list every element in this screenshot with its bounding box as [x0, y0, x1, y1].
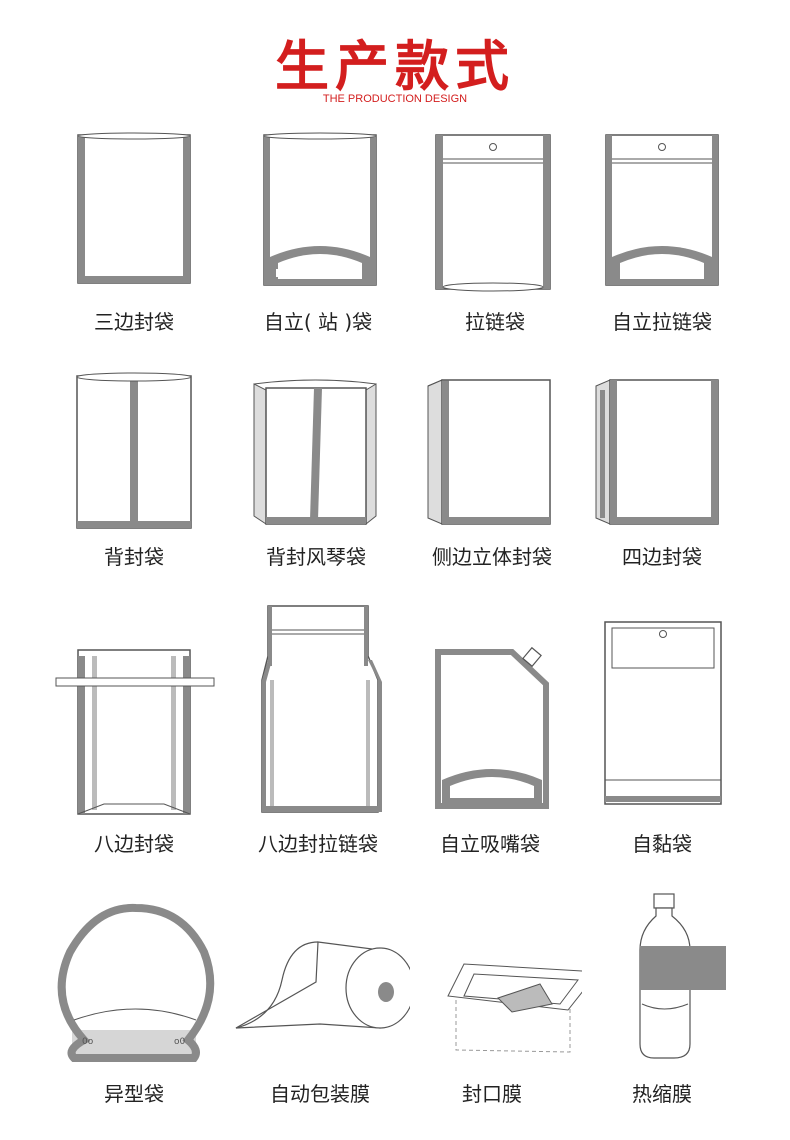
product-label: 背封袋	[104, 545, 164, 569]
product-item: 自立拉链袋	[572, 125, 752, 335]
product-label: 三边封袋	[94, 310, 174, 334]
product-item: 三边封袋	[44, 125, 224, 335]
product-item: 侧边立体封袋	[402, 360, 582, 570]
product-item: 自立吸嘴袋	[400, 600, 580, 860]
self-adhesive-bag-icon	[604, 621, 722, 805]
four-side-seal-bag-icon	[595, 379, 719, 525]
svg-text:0o: 0o	[82, 1037, 94, 1047]
sealing-film-icon	[447, 963, 582, 1053]
product-label: 封口膜	[462, 1082, 522, 1106]
back-seal-bag-icon	[76, 372, 192, 529]
product-label: 背封风琴袋	[266, 545, 366, 569]
product-item: 八边封拉链袋	[228, 600, 408, 860]
product-label: 异型袋	[104, 1082, 164, 1106]
product-label: 自立拉链袋	[612, 310, 712, 334]
product-item: 四边封袋	[572, 360, 752, 570]
svg-text:o0: o0	[174, 1037, 186, 1047]
shrink-sleeve-bottle-icon	[639, 893, 726, 1059]
shaped-bag-icon: 0o o0	[57, 903, 215, 1062]
eight-side-seal-bag-icon	[55, 649, 215, 815]
product-label: 拉链袋	[465, 310, 525, 334]
product-item: 拉链袋	[405, 125, 585, 335]
back-seal-gusset-bag-icon	[253, 379, 377, 526]
product-label: 八边封袋	[94, 832, 174, 856]
product-label: 四边封袋	[622, 545, 702, 569]
product-item: 自黏袋	[572, 600, 752, 860]
film-roll-icon	[235, 941, 410, 1029]
product-item: 0o o0 异型袋	[44, 880, 224, 1110]
product-item: 八边封袋	[44, 600, 224, 860]
product-item: 封口膜	[402, 880, 582, 1110]
zipper-bag-icon	[435, 134, 551, 292]
three-side-seal-bag-icon	[77, 132, 191, 284]
product-label: 侧边立体封袋	[432, 545, 552, 569]
product-label: 自立( 站 )袋	[263, 310, 373, 334]
product-label: 自动包装膜	[270, 1082, 370, 1106]
stand-up-pouch-icon	[263, 132, 377, 286]
eight-side-seal-zipper-bag-icon	[261, 605, 382, 813]
page-title: 生产款式	[275, 35, 515, 98]
product-label: 热缩膜	[632, 1082, 692, 1106]
product-item: 背封袋	[44, 360, 224, 570]
product-label: 自立吸嘴袋	[440, 832, 540, 856]
product-item: 自立( 站 )袋	[228, 125, 408, 335]
product-label: 自黏袋	[632, 832, 692, 856]
product-item: 背封风琴袋	[226, 360, 406, 570]
side-gusset-bag-icon	[427, 379, 551, 525]
product-item: 自动包装膜	[230, 880, 410, 1110]
spout-pouch-icon	[435, 646, 549, 809]
page-subtitle: THE PRODUCTION DESIGN	[322, 93, 468, 105]
product-label: 八边封拉链袋	[258, 832, 378, 856]
product-item: 热缩膜	[572, 880, 752, 1110]
stand-up-zipper-bag-icon	[605, 134, 719, 286]
